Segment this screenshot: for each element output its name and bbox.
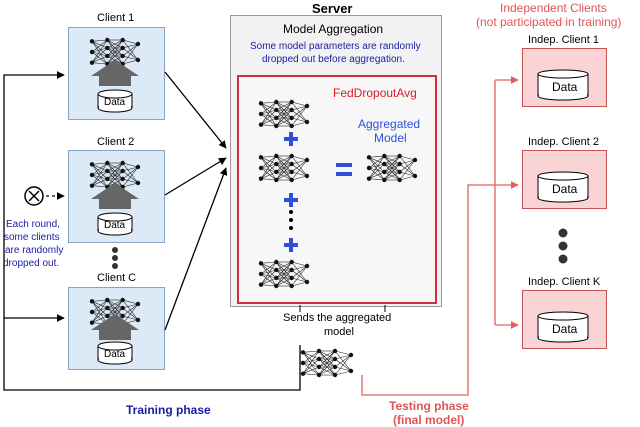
dropout-note-line2: dropped out before aggregation. xyxy=(262,54,405,65)
aggregated-model-line2: Model xyxy=(374,131,407,145)
server-network-1 xyxy=(258,99,310,129)
plus-icons xyxy=(284,132,298,252)
upload-arrow-icons xyxy=(91,60,139,340)
database-icon xyxy=(97,212,133,236)
aggregated-network xyxy=(366,153,418,183)
client-network-2 xyxy=(89,160,141,190)
client-1-data-label: Data xyxy=(104,97,126,108)
indep-client-k-label: Indep. Client K xyxy=(528,276,601,288)
database-icon xyxy=(537,69,589,101)
indep-client-1-label: Indep. Client 1 xyxy=(528,34,599,46)
database-icons xyxy=(97,69,589,365)
sent-network xyxy=(300,348,354,378)
upload-arrows xyxy=(164,71,228,331)
client-c-label: Client C xyxy=(97,272,137,284)
fed-dropout-avg-box xyxy=(237,75,437,304)
broadcast-arrows xyxy=(3,71,301,391)
client-network-1 xyxy=(89,37,141,67)
server-down-arrows xyxy=(299,305,386,312)
server-network-2 xyxy=(258,153,310,183)
model-aggregation-label: Model Aggregation xyxy=(283,22,384,36)
upload-arrow-icon xyxy=(91,60,139,86)
aggregated-model-line1: Aggregated xyxy=(358,117,421,131)
database-icon xyxy=(97,89,133,113)
dropout-note-0: Each round, xyxy=(6,219,60,230)
indep-client-1-data-label: Data xyxy=(552,80,578,94)
database-icon xyxy=(537,171,589,203)
testing-arrows xyxy=(361,76,519,396)
dropout-x-icon xyxy=(24,186,44,206)
database-icon xyxy=(97,341,133,365)
dropout-note-1: some clients xyxy=(4,232,60,243)
testing-phase-line2: (final model) xyxy=(393,413,465,427)
neural-networks xyxy=(89,37,418,378)
dropout-note-3: dropped out. xyxy=(3,258,60,269)
independent-title-line2: (not participated in training) xyxy=(476,15,622,29)
client-2-label: Client 2 xyxy=(97,136,135,148)
upload-arrow-icon xyxy=(91,183,139,209)
sends-model-line1: Sends the aggregated xyxy=(283,312,392,324)
database-icon xyxy=(537,311,589,343)
ellipsis-dots xyxy=(112,210,568,269)
dropout-note-2: are randomly xyxy=(5,245,64,256)
server-network-3 xyxy=(258,259,310,289)
equals-icon xyxy=(336,163,352,176)
independent-title-line1: Independent Clients xyxy=(500,1,607,15)
testing-phase-line1: Testing phase xyxy=(389,399,469,413)
client-1-label: Client 1 xyxy=(97,12,135,24)
server-title: Server xyxy=(312,1,353,16)
client-c-data-label: Data xyxy=(104,349,126,360)
method-label: FedDropoutAvg xyxy=(333,86,417,100)
indep-client-2-data-label: Data xyxy=(552,182,578,196)
indep-client-2-label: Indep. Client 2 xyxy=(528,136,599,148)
upload-arrow-icon xyxy=(91,314,139,340)
sends-model-line2: model xyxy=(324,326,354,338)
client-2-data-label: Data xyxy=(104,220,126,231)
dropout-note-line1: Some model parameters are randomly xyxy=(250,41,421,52)
indep-client-k-data-label: Data xyxy=(552,322,578,336)
training-phase-label: Training phase xyxy=(126,403,211,417)
